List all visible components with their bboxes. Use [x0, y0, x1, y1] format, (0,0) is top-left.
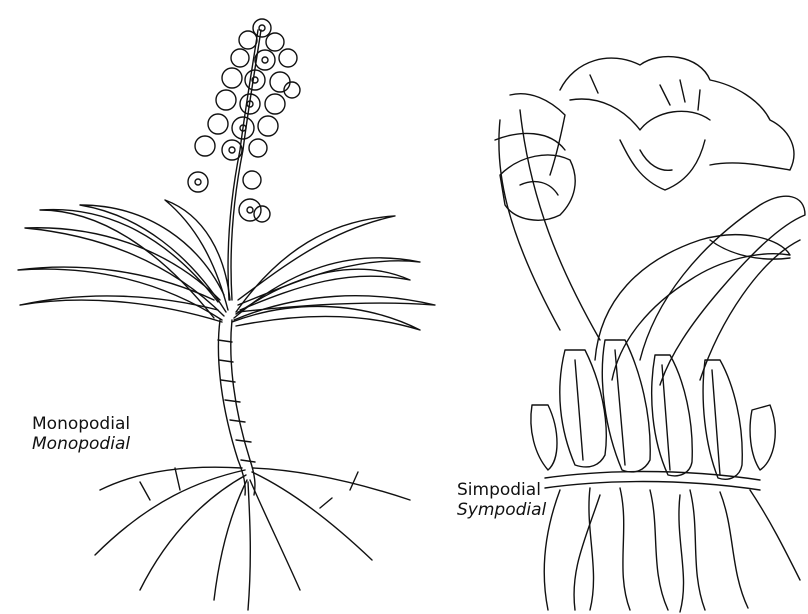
- sympodial-flowers: [495, 57, 794, 221]
- sympodial-pseudobulbs: [560, 340, 742, 479]
- sympodial-roots: [544, 488, 800, 612]
- sympodial-label-text: Simpodial: [457, 480, 546, 500]
- sympodial-leaves: [499, 110, 805, 385]
- monopodial-label-italic: Monopodial: [32, 434, 130, 454]
- monopodial-label: Monopodial Monopodial: [32, 414, 130, 454]
- sympodial-label: Simpodial Sympodial: [457, 480, 546, 520]
- sympodial-label-italic: Sympodial: [457, 500, 546, 520]
- sympodial-rhizome: [545, 472, 760, 491]
- monopodial-label-text: Monopodial: [32, 414, 130, 434]
